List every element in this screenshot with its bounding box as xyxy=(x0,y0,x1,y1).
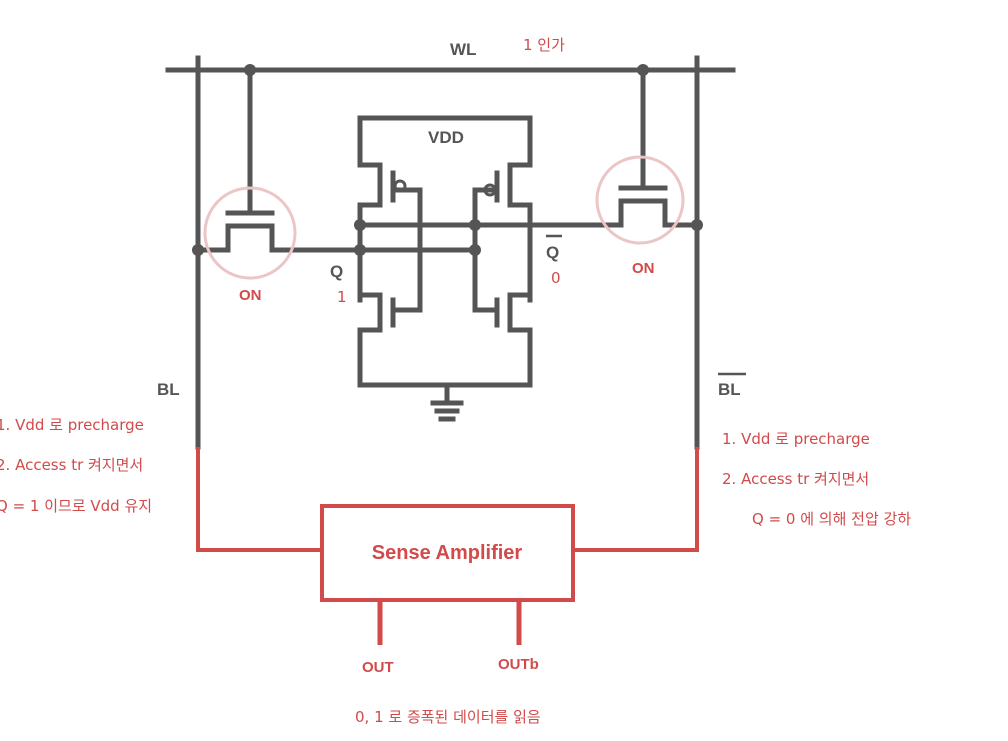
bl-label: BL xyxy=(157,380,180,399)
left-note-2: 2. Access tr 켜지면서 xyxy=(0,456,143,474)
right-note-3: Q = 0 에 의해 전압 강하 xyxy=(752,510,911,528)
left-access-state: ON xyxy=(239,287,262,304)
ground xyxy=(357,382,533,422)
right-pmos xyxy=(483,162,533,303)
left-access-transistor xyxy=(192,67,366,256)
bit-line-left-sense xyxy=(196,447,322,552)
wl-note: 1 인가 xyxy=(523,36,565,54)
vdd-label: VDD xyxy=(428,128,464,147)
wl-label: WL xyxy=(450,40,476,59)
outb-label: OUTb xyxy=(498,656,539,673)
right-access-highlight xyxy=(595,155,685,245)
q-label: Q xyxy=(330,262,343,281)
q-value: 1 xyxy=(337,288,347,306)
left-note-3: Q = 1 이므로 Vdd 유지 xyxy=(0,497,152,515)
right-nmos xyxy=(494,277,533,388)
sense-amp-label: Sense Amplifier xyxy=(372,542,523,564)
out-label: OUT xyxy=(362,659,394,676)
right-note-2: 2. Access tr 켜지면서 xyxy=(722,470,869,488)
word-line xyxy=(165,64,736,76)
bit-line-right-sense xyxy=(573,447,699,552)
left-note-1: 1. Vdd 로 precharge xyxy=(0,416,144,434)
left-nmos xyxy=(357,277,396,388)
right-access-state: ON xyxy=(632,260,655,277)
right-access-transistor xyxy=(469,67,703,231)
qbar-label: Q xyxy=(546,243,559,262)
qbar-value: 0 xyxy=(551,269,561,287)
left-access-highlight xyxy=(203,186,297,280)
left-notes: 1. Vdd 로 precharge 2. Access tr 켜지면서 Q =… xyxy=(0,416,152,515)
sense-amplifier: Sense Amplifier xyxy=(320,504,575,602)
left-pmos xyxy=(357,162,407,303)
right-note-1: 1. Vdd 로 precharge xyxy=(722,430,870,448)
vdd-rail xyxy=(357,115,533,168)
blbar-label: BL xyxy=(718,380,741,399)
cross-coupled-wiring xyxy=(354,187,533,313)
bottom-note: 0, 1 로 증폭된 데이터를 읽음 xyxy=(355,708,541,726)
right-notes: 1. Vdd 로 precharge 2. Access tr 켜지면서 Q =… xyxy=(722,430,911,528)
